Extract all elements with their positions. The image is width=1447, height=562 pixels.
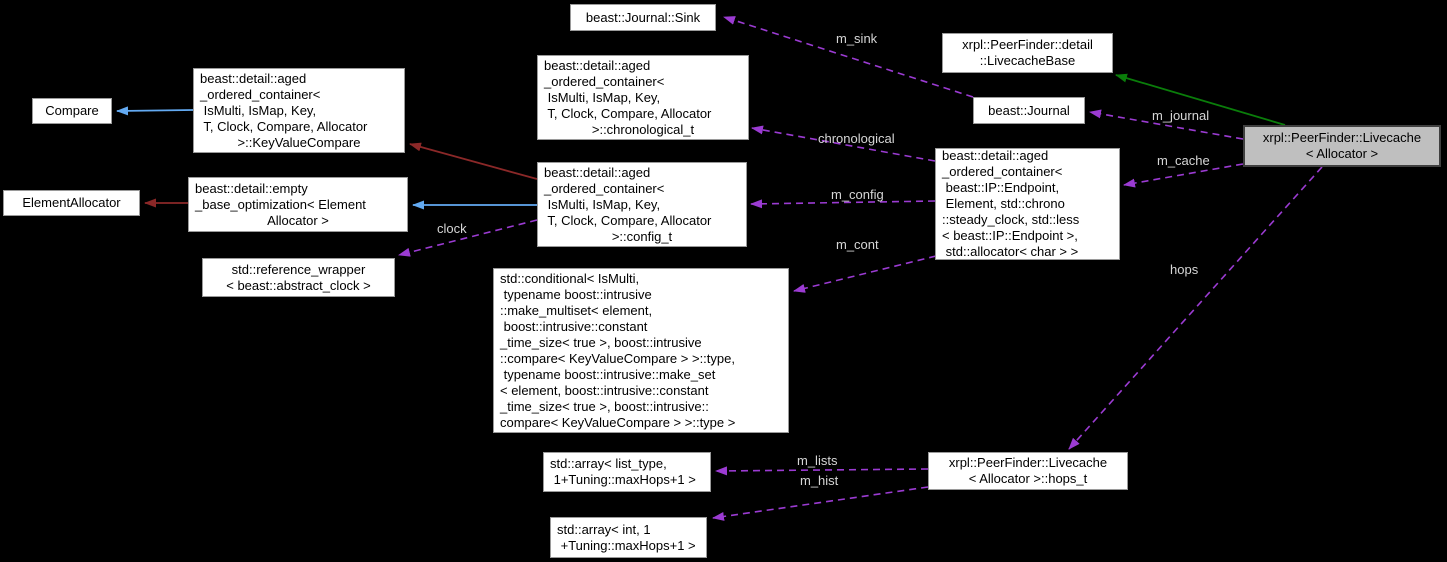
- node-text-line: typename boost::intrusive::make_set: [500, 366, 716, 382]
- node-std-conditional[interactable]: std::conditional< IsMulti, typename boos…: [493, 268, 789, 433]
- edge-m-cache: [1123, 163, 1244, 188]
- node-text-line: boost::intrusive::constant: [500, 318, 648, 334]
- edge-m-sink: [723, 16, 974, 98]
- edge-label-m-config: m_config: [831, 187, 884, 202]
- node-text-line: beast::detail::aged: [200, 70, 307, 86]
- edge-inherit-livecachebase: [1115, 73, 1286, 126]
- node-hops-t[interactable]: xrpl::PeerFinder::Livecache < Allocator …: [928, 452, 1128, 490]
- edge-clock: [398, 219, 538, 257]
- edge-m-hist: [712, 486, 929, 521]
- node-text-line: IsMulti, IsMap, Key,: [544, 89, 661, 105]
- node-text-line: < Allocator >: [1305, 146, 1379, 161]
- node-text-line: < beast::IP::Endpoint >,: [942, 228, 1078, 243]
- edge-hops: [1068, 166, 1323, 450]
- node-text-line: >::config_t: [611, 228, 673, 244]
- edge-label-chronological: chronological: [818, 131, 895, 146]
- node-config-t[interactable]: beast::detail::aged _ordered_container< …: [537, 162, 747, 247]
- node-text-line: std::reference_wrapper: [231, 261, 366, 277]
- node-text-line: xrpl::PeerFinder::Livecache: [1262, 130, 1422, 145]
- node-text-line: IsMulti, IsMap, Key,: [200, 102, 317, 118]
- node-text-line: ::compare< KeyValueCompare > >::type,: [500, 350, 735, 366]
- node-text-line: _ordered_container<: [544, 180, 665, 196]
- node-empty-base-optimization[interactable]: beast::detail::empty _base_optimization<…: [188, 177, 408, 232]
- node-text-line: std::array< list_type,: [550, 456, 667, 471]
- node-text-line: ElementAllocator: [22, 195, 121, 210]
- node-text-line: +Tuning::maxHops+1 >: [557, 537, 696, 553]
- node-beast-journal-sink[interactable]: beast::Journal::Sink: [570, 4, 716, 31]
- node-text-line: < element, boost::intrusive::constant: [500, 382, 709, 398]
- node-text-line: 1+Tuning::maxHops+1 >: [550, 472, 696, 487]
- node-text-line: std::conditional< IsMulti,: [500, 270, 640, 286]
- edge-m-config: [750, 199, 936, 209]
- node-text-line: typename boost::intrusive: [500, 286, 652, 302]
- node-text-line: std::allocator< char > >: [942, 244, 1079, 259]
- edge-label-clock: clock: [437, 221, 467, 236]
- node-text-line: beast::detail::aged: [544, 57, 651, 73]
- node-text-line: std::array< int, 1: [557, 521, 651, 537]
- edge-chronological: [751, 125, 936, 162]
- node-array-list-type[interactable]: std::array< list_type, 1+Tuning::maxHops…: [543, 452, 711, 492]
- node-text-line: _ordered_container<: [544, 73, 665, 89]
- edge-label-m-cont: m_cont: [836, 237, 879, 252]
- node-text-line: _base_optimization< Element: [195, 196, 366, 212]
- node-array-int[interactable]: std::array< int, 1 +Tuning::maxHops+1 >: [550, 517, 707, 558]
- node-text-line: _ordered_container<: [942, 164, 1063, 179]
- edge-label-m-sink: m_sink: [836, 31, 878, 46]
- node-text-line: _time_size< true >, boost::intrusive::: [500, 398, 709, 414]
- node-compare[interactable]: Compare: [32, 98, 112, 124]
- node-text-line: Allocator >: [267, 212, 329, 228]
- node-text-line: < beast::abstract_clock >: [226, 277, 371, 293]
- node-chronological-t[interactable]: beast::detail::aged _ordered_container< …: [537, 55, 749, 140]
- node-text-line: >::chronological_t: [591, 121, 695, 137]
- node-text-line: < Allocator >::hops_t: [968, 471, 1088, 486]
- node-text-line: compare< KeyValueCompare > >::type >: [500, 414, 736, 430]
- edge-label-m-journal: m_journal: [1152, 108, 1210, 123]
- node-text-line: Compare: [45, 103, 99, 118]
- node-elementallocator[interactable]: ElementAllocator: [3, 190, 140, 216]
- edge-m-journal: [1089, 109, 1244, 140]
- edge-label-m-cache: m_cache: [1157, 153, 1210, 168]
- edge-label-m-hist: m_hist: [800, 473, 839, 488]
- node-text-line: beast::detail::aged: [544, 164, 651, 180]
- node-text-line: _ordered_container<: [200, 86, 321, 102]
- node-text-line: beast::IP::Endpoint,: [942, 180, 1060, 195]
- node-keyvaluecompare[interactable]: beast::detail::aged _ordered_container< …: [193, 68, 405, 153]
- edge-m-lists: [715, 466, 929, 476]
- node-aged-ordered-container-endpoint[interactable]: beast::detail::aged _ordered_container< …: [935, 148, 1120, 260]
- node-livecachebase[interactable]: xrpl::PeerFinder::detail ::LivecacheBase: [942, 33, 1113, 73]
- node-text-line: beast::detail::empty: [195, 180, 308, 196]
- node-text-line: Element, std::chrono: [942, 196, 1065, 211]
- node-text-line: T, Clock, Compare, Allocator: [544, 105, 712, 121]
- node-text-line: T, Clock, Compare, Allocator: [544, 212, 712, 228]
- node-text-line: beast::detail::aged: [942, 148, 1049, 163]
- edge-label-hops: hops: [1170, 262, 1199, 277]
- node-livecache-main[interactable]: xrpl::PeerFinder::Livecache < Allocator …: [1243, 125, 1441, 167]
- node-text-line: xrpl::PeerFinder::Livecache: [948, 455, 1108, 470]
- node-text-line: _time_size< true >, boost::intrusive: [500, 334, 702, 350]
- node-text-line: ::make_multiset< element,: [500, 302, 653, 318]
- node-text-line: ::LivecacheBase: [979, 53, 1076, 68]
- node-text-line: xrpl::PeerFinder::detail: [962, 37, 1093, 52]
- node-text-line: >::KeyValueCompare: [237, 134, 361, 150]
- node-text-line: ::steady_clock, std::less: [942, 212, 1080, 227]
- edge-label-m-lists: m_lists: [797, 453, 838, 468]
- edge-inherit-keyvaluecompare: [409, 142, 538, 180]
- edge-m-cont: [793, 255, 937, 293]
- node-text-line: beast::Journal: [988, 102, 1070, 118]
- node-text-line: beast::Journal::Sink: [585, 9, 701, 25]
- node-reference-wrapper[interactable]: std::reference_wrapper < beast::abstract…: [202, 258, 395, 297]
- node-beast-journal[interactable]: beast::Journal: [973, 97, 1085, 124]
- node-text-line: T, Clock, Compare, Allocator: [200, 118, 368, 134]
- node-text-line: IsMulti, IsMap, Key,: [544, 196, 661, 212]
- edge-inherit-compare: [116, 106, 194, 116]
